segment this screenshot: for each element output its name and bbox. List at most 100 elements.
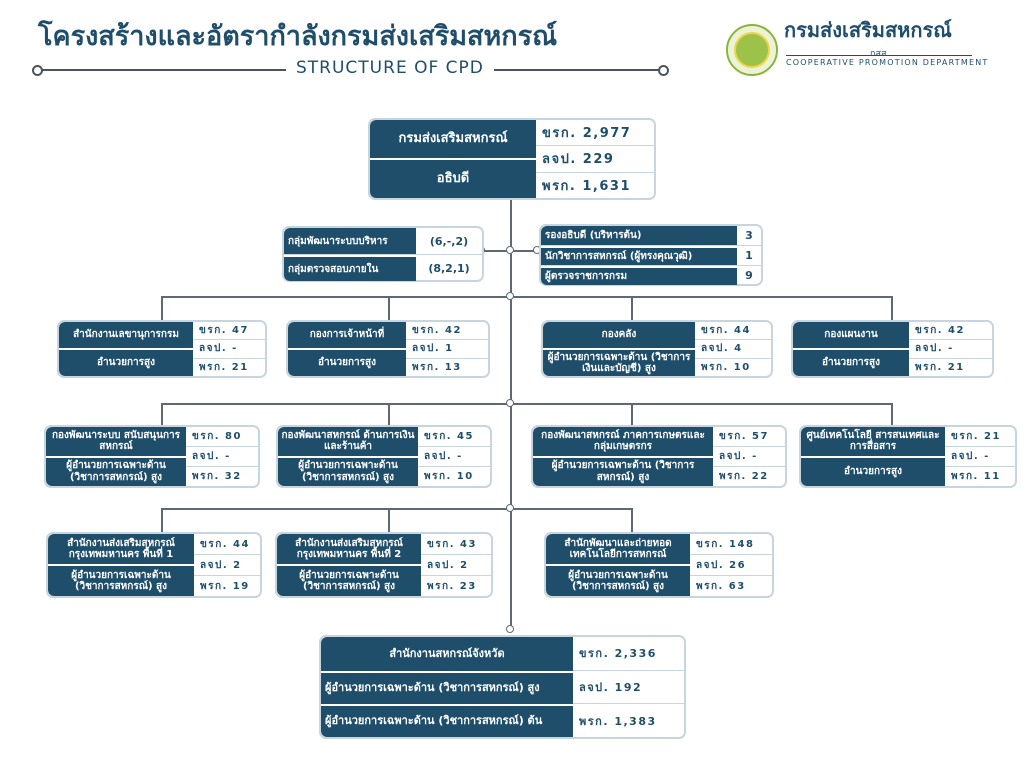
logo-rule: [786, 55, 972, 56]
count-permanent: ลจป. 229: [536, 146, 654, 173]
row1-drop: [161, 296, 163, 320]
staff-value: (8,2,1): [428, 261, 470, 275]
count-civil: ขรก. 45: [418, 427, 490, 447]
unit-name: สำนักงานส่งเสริมสหกรณ์ กรุงเทพมหานคร พื้…: [295, 537, 403, 561]
trunk-line: [510, 198, 512, 631]
unit-head: ผู้อำนวยการเฉพาะด้าน (วิชาการสหกรณ์) สูง: [546, 564, 690, 596]
staff-value: 3: [745, 229, 753, 242]
count-permanent: ลจป. 2: [194, 555, 260, 576]
count-permanent: ลจป. -: [186, 447, 258, 467]
count-government: พรก. 19: [200, 580, 250, 592]
count-civil: ขรก. 80: [186, 427, 258, 447]
count-permanent: ลจป. -: [909, 340, 992, 359]
unit-provincial-office: สำนักงานสหกรณ์จังหวัด ผู้อำนวยการเฉพาะด้…: [319, 635, 686, 739]
junction-dot: [506, 625, 514, 633]
row2-drop: [891, 403, 893, 425]
unit-name: สำนักงานส่งเสริมสหกรณ์ กรุงเทพมหานคร พื้…: [67, 537, 175, 561]
unit-head: ผู้อำนวยการเฉพาะด้าน (วิชาการสหกรณ์) สูง: [533, 455, 713, 487]
staff-label: กลุ่มตรวจสอบภายใน: [284, 255, 416, 281]
count-government: พรก. 11: [951, 471, 1001, 482]
unit-name: กองพัฒนาสหกรณ์ ภาคการเกษตรและกลุ่มเกษตรก…: [541, 429, 705, 453]
count-civil: ขรก. 44: [695, 322, 771, 341]
count-civil: ขรก. 42: [909, 322, 992, 341]
count-permanent: ลจป. 1: [406, 340, 488, 359]
count-permanent: ลจป. 2: [421, 555, 491, 576]
unit-ict-center: ศูนย์เทคโนโลยี สารสนเทศและการสื่อสารอำนว…: [799, 425, 1017, 488]
junction-dot: [506, 292, 514, 300]
count-government: พรก. 13: [412, 361, 462, 373]
unit-name: สำนักพัฒนาและถ่ายทอด เทคโนโลยีการสหกรณ์: [564, 537, 672, 561]
count-permanent: ลจป. -: [418, 447, 490, 467]
title-rule-left-dot: [32, 65, 43, 76]
unit-head: ผู้อำนวยการเฉพาะด้าน (วิชาการเงินและบัญช…: [543, 348, 695, 376]
unit-finance: กองคลังผู้อำนวยการเฉพาะด้าน (วิชาการเงิน…: [541, 320, 773, 378]
count-civil: ขรก. 57: [713, 427, 785, 447]
unit-support-system: กองพัฒนาระบบ สนับสนุนการสหกรณ์ผู้อำนวยกา…: [44, 425, 260, 488]
unit-head: ผู้อำนวยการเฉพาะด้าน (วิชาการสหกรณ์) สูง: [278, 455, 418, 487]
count-permanent: ลจป. -: [945, 447, 1015, 467]
row2-drop: [161, 403, 163, 425]
unit-name: กองคลัง: [601, 329, 637, 341]
page-title: โครงสร้างและอัตรากำลังกรมส่งเสริมสหกรณ์: [38, 21, 558, 52]
unit-agriculture: กองพัฒนาสหกรณ์ ภาคการเกษตรและกลุ่มเกษตรก…: [531, 425, 787, 488]
department-seal-icon: [726, 24, 778, 76]
row2-drop: [388, 403, 390, 425]
unit-head: ผู้อำนวยการเฉพาะด้าน (วิชาการสหกรณ์) สูง: [48, 564, 194, 596]
unit-name: กรมส่งเสริมสหกรณ์: [398, 130, 508, 146]
count-permanent: ลจป. 192: [573, 671, 684, 705]
unit-name: ศูนย์เทคโนโลยี สารสนเทศและการสื่อสาร: [806, 429, 940, 453]
unit-head: ผู้อำนวยการเฉพาะด้าน (วิชาการสหกรณ์) สูง: [46, 455, 186, 487]
unit-bangkok-area2: สำนักงานส่งเสริมสหกรณ์ กรุงเทพมหานคร พื้…: [275, 532, 493, 598]
row2-drop: [631, 403, 633, 425]
unit-name: สำนักงานเลขานุการกรม: [73, 329, 179, 341]
logo-name-th: กรมส่งเสริมสหกรณ์: [784, 18, 952, 42]
staff-label: กลุ่มพัฒนาระบบบริหาร: [284, 228, 416, 254]
unit-name: กองการเจ้าหน้าที่: [309, 329, 385, 341]
count-civil: ขรก. 148: [690, 534, 772, 555]
count-government: พรก. 10: [701, 361, 751, 373]
count-civil: ขรก. 42: [406, 322, 488, 341]
logo-abbr: กสส: [870, 49, 887, 59]
row1-drop: [631, 296, 633, 320]
count-civil: ขรก. 2,977: [536, 120, 654, 147]
count-government: พรก. 23: [427, 580, 477, 592]
count-government: พรก. 22: [719, 471, 769, 482]
unit-head: ผู้อำนวยการเฉพาะด้าน (วิชาการสหกรณ์) สูง: [321, 671, 573, 704]
unit-name: กองพัฒนาสหกรณ์ ด้านการเงินและร้านค้า: [281, 429, 415, 453]
count-permanent: ลจป. 26: [690, 555, 772, 576]
count-permanent: ลจป. -: [713, 447, 785, 467]
unit-head: อำนวยการสูง: [801, 455, 945, 487]
unit-head: อำนวยการสูง: [288, 348, 406, 376]
count-permanent: ลจป. 4: [695, 340, 771, 359]
title-rule-left: [38, 69, 286, 71]
count-government: พรก. 10: [424, 471, 474, 482]
row2-bus-line: [161, 403, 893, 405]
count-government: พรก. 1,383: [579, 714, 657, 728]
unit-head: อำนวยการสูง: [793, 348, 909, 376]
unit-name: กองพัฒนาระบบ สนับสนุนการสหกรณ์: [51, 429, 181, 453]
staff-value: 9: [745, 269, 753, 282]
count-civil: ขรก. 47: [193, 322, 265, 341]
row3-bus-line: [161, 508, 633, 510]
staff-value: (6,-,2): [429, 234, 469, 248]
staff-groups-left: กลุ่มพัฒนาระบบบริหาร (6,-,2) กลุ่มตรวจสอ…: [282, 226, 484, 282]
junction-dot: [506, 246, 514, 254]
staff-label: ผู้ตรวจราชการกรม: [541, 266, 737, 285]
count-government: พรก. 63: [696, 580, 746, 592]
staff-value: 1: [745, 249, 753, 262]
unit-finance-retail: กองพัฒนาสหกรณ์ ด้านการเงินและร้านค้าผู้อ…: [276, 425, 492, 488]
row3-drop: [161, 508, 163, 532]
unit-name: กองแผนงาน: [824, 329, 878, 341]
staff-label: รองอธิบดี (บริหารต้น): [541, 226, 737, 245]
title-rule-right-dot: [658, 65, 669, 76]
unit-bangkok-area1: สำนักงานส่งเสริมสหกรณ์ กรุงเทพมหานคร พื้…: [46, 532, 262, 598]
logo-name-en: COOPERATIVE PROMOTION DEPARTMENT: [786, 58, 989, 67]
unit-root: กรมส่งเสริมสหกรณ์ อธิบดี ขรก. 2,977 ลจป.…: [368, 118, 656, 200]
row3-drop: [631, 508, 633, 532]
unit-head: อธิบดี: [370, 158, 536, 198]
row1-drop: [388, 296, 390, 320]
unit-head: ผู้อำนวยการเฉพาะด้าน (วิชาการสหกรณ์) ต้น: [321, 704, 573, 737]
